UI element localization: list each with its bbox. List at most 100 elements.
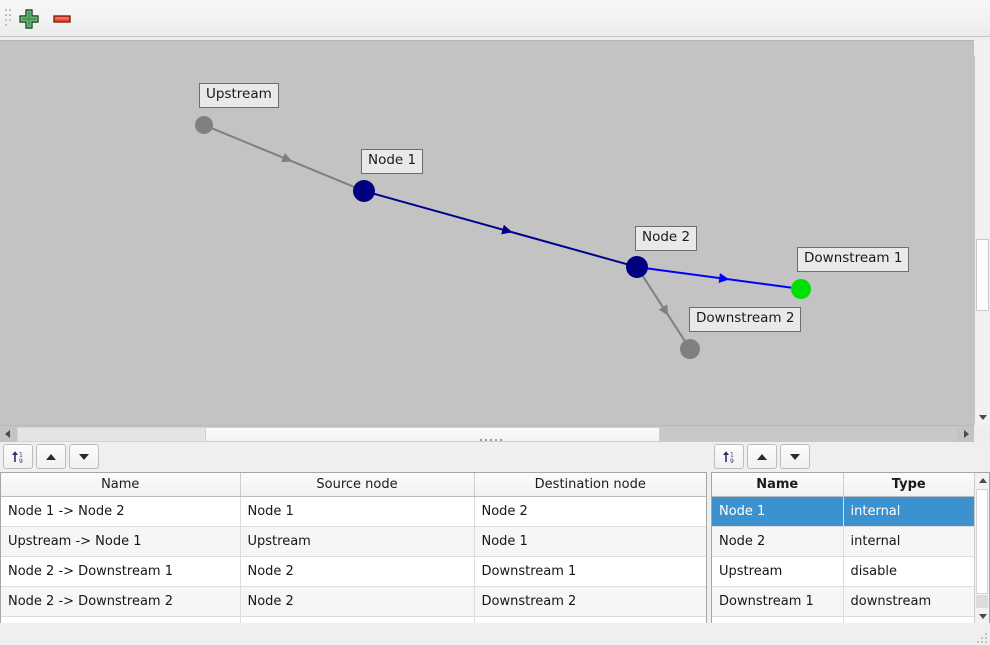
canvas-vscroll-thumb[interactable]	[976, 239, 989, 311]
nodes-table-empty-row	[712, 616, 974, 624]
nodes-scroll-track[interactable]	[976, 595, 988, 608]
nodes-cell-name: Downstream 1	[712, 586, 844, 617]
svg-text:1: 1	[730, 451, 734, 458]
chevron-left-icon	[5, 430, 10, 438]
status-bar	[0, 623, 990, 645]
edges-sort-button[interactable]: 1 9	[3, 444, 33, 469]
graph-edge-node1-node2[interactable]	[373, 192, 628, 266]
column-header-destination[interactable]: Destination node	[474, 473, 706, 497]
empty-cell	[843, 616, 974, 624]
chevron-down-icon	[979, 414, 987, 420]
canvas-vscroll-track[interactable]	[975, 56, 990, 409]
nodes-move-up-button[interactable]	[747, 444, 777, 469]
edges-cell-destination: Node 2	[474, 496, 706, 527]
graph-drawing	[195, 116, 811, 359]
nodes-table-scrollbar[interactable]	[974, 473, 989, 624]
edges-move-down-button[interactable]	[69, 444, 99, 469]
edges-table-frame: Name Source node Destination node Node 1…	[0, 472, 707, 625]
canvas-hscroll-track-right[interactable]	[660, 427, 957, 442]
graph-node-upstream[interactable]	[195, 116, 213, 134]
triangle-down-icon	[79, 453, 89, 460]
edge-arrowhead-node2-downstream1	[718, 273, 730, 283]
chevron-right-icon	[964, 430, 969, 438]
graph-node-node1[interactable]	[353, 180, 375, 202]
edges-cell-source: Node 2	[240, 586, 475, 617]
edges-table-header-row: Name Source node Destination node	[1, 473, 706, 497]
svg-text:9: 9	[730, 458, 734, 465]
nodes-scroll-thumb[interactable]	[976, 489, 988, 594]
edges-cell-name: Node 2 -> Downstream 2	[1, 586, 241, 617]
column-header-name[interactable]: Name	[712, 473, 844, 497]
node-label-upstream[interactable]: Upstream	[199, 83, 279, 108]
nodes-cell-type: internal	[843, 526, 974, 557]
canvas-horizontal-scrollbar[interactable]	[0, 425, 974, 442]
column-header-name[interactable]: Name	[1, 473, 241, 497]
edges-move-up-button[interactable]	[36, 444, 66, 469]
resize-grip[interactable]	[977, 633, 987, 643]
nodes-cell-type: disable	[843, 556, 974, 587]
edges-panel-toolbar: 1 9	[0, 442, 708, 472]
graph-node-downstream1[interactable]	[791, 279, 811, 299]
svg-text:9: 9	[19, 458, 23, 465]
column-header-source[interactable]: Source node	[240, 473, 475, 497]
bottom-panels: 1 9 Name Source node	[0, 442, 990, 645]
triangle-down-icon	[790, 453, 800, 460]
main-toolbar	[0, 0, 990, 37]
toolbar-drag-handle[interactable]	[5, 9, 11, 29]
nodes-scroll-up-button[interactable]	[975, 473, 989, 488]
node-label-node1[interactable]: Node 1	[361, 149, 424, 174]
nodes-panel: 1 9 Name Type	[711, 442, 990, 625]
empty-cell	[712, 616, 844, 624]
nodes-panel-toolbar: 1 9	[711, 442, 990, 472]
nodes-cell-name: Node 2	[712, 526, 844, 557]
edge-arrowhead-node1-node2	[501, 224, 513, 235]
canvas-hscroll-track-left[interactable]	[17, 427, 205, 442]
canvas-vertical-scrollbar[interactable]	[974, 40, 990, 425]
nodes-cell-type: downstream	[843, 586, 974, 617]
add-button[interactable]	[16, 6, 42, 32]
empty-cell	[240, 616, 475, 624]
node-label-downstream1[interactable]: Downstream 1	[797, 247, 910, 272]
scroll-right-button[interactable]	[959, 426, 974, 442]
nodes-sort-button[interactable]: 1 9	[714, 444, 744, 469]
column-header-type[interactable]: Type	[843, 473, 974, 497]
nodes-move-down-button[interactable]	[780, 444, 810, 469]
sort-ascending-icon: 1 9	[12, 450, 23, 465]
edges-cell-destination: Node 1	[474, 526, 706, 557]
nodes-cell-name: Node 1	[712, 496, 844, 527]
delete-button[interactable]	[49, 6, 75, 32]
node-label-node2[interactable]: Node 2	[635, 226, 698, 251]
nodes-cell-type: internal	[843, 496, 974, 527]
scroll-left-button[interactable]	[0, 426, 15, 442]
canvas-hscroll-thumb[interactable]	[205, 427, 660, 442]
edges-cell-source: Node 2	[240, 556, 475, 587]
chevron-down-icon	[978, 614, 987, 619]
nodes-scroll-down-button[interactable]	[975, 609, 989, 624]
edges-cell-name: Upstream -> Node 1	[1, 526, 241, 557]
scroll-down-button[interactable]	[975, 409, 990, 425]
edges-table: Name Source node Destination node Node 1…	[1, 473, 706, 624]
node-label-downstream2[interactable]: Downstream 2	[689, 307, 802, 332]
graph-node-downstream2[interactable]	[680, 339, 700, 359]
graph-node-node2[interactable]	[626, 256, 648, 278]
edge-arrowhead-upstream-node1	[281, 152, 293, 163]
triangle-up-icon	[757, 453, 767, 460]
chevron-up-icon	[978, 478, 987, 483]
panel-splitter[interactable]	[480, 438, 510, 442]
edges-cell-source: Upstream	[240, 526, 475, 557]
svg-text:1: 1	[19, 451, 23, 458]
edges-cell-destination: Downstream 2	[474, 586, 706, 617]
